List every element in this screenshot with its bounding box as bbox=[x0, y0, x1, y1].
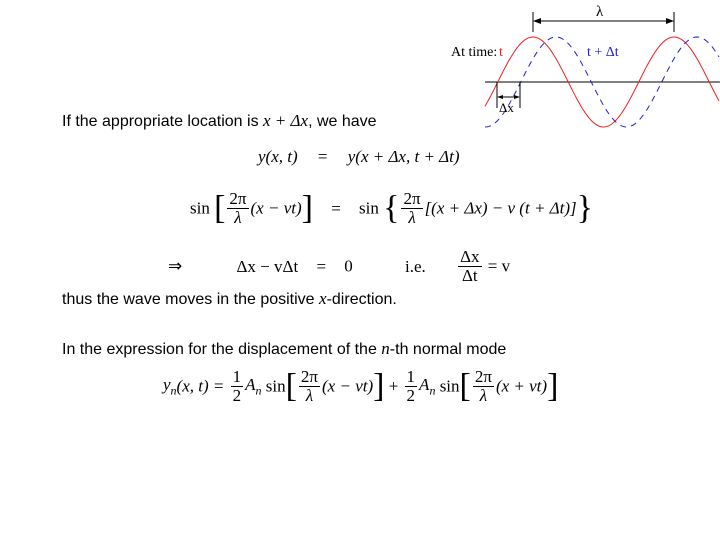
eq4-lbracket-2: [ bbox=[459, 367, 471, 405]
eq4-lbracket-1: [ bbox=[285, 367, 297, 405]
eq4-rbracket-2: ] bbox=[547, 367, 559, 405]
eq3-equals: = bbox=[316, 256, 327, 276]
eq4-half-2-num: 1 bbox=[404, 367, 418, 387]
mode-math: n bbox=[381, 339, 390, 358]
dx-label: Δx bbox=[499, 100, 514, 115]
eq2-frac-left-num: 2π bbox=[227, 189, 249, 209]
intro-text-a: If the appropriate location is bbox=[62, 113, 264, 130]
conclusion-text-a: thus the wave moves in the positive bbox=[62, 291, 320, 308]
eq4-frac-1-num: 2π bbox=[298, 367, 321, 387]
intro-text-b: , we have bbox=[308, 113, 377, 130]
lambda-label: λ bbox=[596, 4, 604, 20]
t-dt-label: t + Δt bbox=[587, 45, 619, 60]
eq3-frac-den: Δt bbox=[461, 266, 478, 285]
eq2-rbrace: } bbox=[576, 189, 593, 227]
eq2-lhs-arg: (x − vt) bbox=[250, 198, 302, 218]
eq2-sin-right: sin bbox=[359, 198, 379, 218]
eq4-half-2-den: 2 bbox=[406, 386, 416, 405]
intro-math: x + Δx bbox=[263, 111, 309, 130]
eq4-frac-1-den: λ bbox=[305, 386, 314, 405]
eq2-frac-left-den: λ bbox=[234, 208, 242, 227]
intro-line: If the appropriate location is x + Δx, w… bbox=[62, 111, 377, 131]
wave-figure: λ At time: t t + Δt Δx bbox=[440, 0, 720, 140]
eq3-implies: ⇒ bbox=[168, 256, 183, 276]
eq4-frac-2-den: λ bbox=[479, 386, 488, 405]
mode-line: In the expression for the displacement o… bbox=[62, 339, 506, 359]
eq4-A-2: An bbox=[419, 374, 436, 398]
eq2-equals: = bbox=[331, 198, 341, 218]
eq4-A-1-sub: n bbox=[255, 383, 262, 398]
t-label: t bbox=[499, 45, 503, 60]
mode-text-a: In the expression for the displacement o… bbox=[62, 341, 382, 358]
dx-arrowhead-right bbox=[514, 95, 520, 99]
eq4-arg-2: (x + vt) bbox=[495, 376, 548, 396]
eq3-result: = v bbox=[487, 256, 511, 276]
eq2-rbracket: ] bbox=[301, 189, 313, 227]
eq1-rhs: y(x + Δx, t + Δt) bbox=[347, 147, 460, 166]
eq3-lhs: Δx − vΔt bbox=[236, 256, 299, 276]
lambda-arrowhead-left bbox=[533, 18, 541, 24]
eq3-rhs: 0 bbox=[344, 256, 353, 276]
equation-1: y(x, t) = y(x + Δx, t + Δt) bbox=[258, 147, 460, 167]
eq4-plus: + bbox=[388, 376, 399, 396]
eq4-args: (x, t) = bbox=[176, 376, 225, 396]
eq2-rhs-arg: [(x + Δx) − v (t + Δt)] bbox=[424, 198, 577, 218]
wave-diagram bbox=[484, 12, 720, 128]
conclusion-line: thus the wave moves in the positive x-di… bbox=[62, 289, 397, 309]
eq2-sin-left: sin bbox=[190, 198, 210, 218]
lambda-arrowhead-right bbox=[666, 18, 674, 24]
eq2-frac-right-den: λ bbox=[408, 208, 416, 227]
eq4-lhs-sub: n bbox=[170, 383, 177, 398]
eq1-equals: = bbox=[317, 147, 328, 166]
eq2-lbracket: [ bbox=[214, 189, 226, 227]
at-time-label: At time: bbox=[451, 45, 498, 60]
eq4-A-2-sub: n bbox=[429, 383, 436, 398]
conclusion-math: x bbox=[319, 289, 327, 308]
eq4-rbracket-1: ] bbox=[373, 367, 385, 405]
eq4-half-1-den: 2 bbox=[232, 386, 242, 405]
conclusion-text-b: -direction. bbox=[326, 291, 397, 308]
mode-text-b: -th normal mode bbox=[389, 341, 507, 358]
eq3-frac-num: Δx bbox=[458, 247, 482, 267]
eq1-lhs: y(x, t) bbox=[258, 147, 298, 166]
eq4-lhs: yn bbox=[163, 374, 177, 398]
dx-arrowhead-left bbox=[497, 95, 503, 99]
eq4-A-1: An bbox=[245, 374, 262, 398]
eq4-sin-1: sin bbox=[265, 376, 286, 396]
eq4-sin-2: sin bbox=[439, 376, 460, 396]
wave-at-t-plus-dt bbox=[484, 36, 720, 128]
eq4-frac-2-num: 2π bbox=[472, 367, 494, 387]
eq3-ie: i.e. bbox=[405, 256, 426, 276]
eq4-arg-1: (x − vt) bbox=[322, 376, 374, 396]
eq4-half-1-num: 1 bbox=[230, 367, 244, 387]
eq2-frac-right-num: 2π bbox=[401, 189, 423, 209]
eq2-lbrace: { bbox=[383, 189, 400, 227]
wave-at-t bbox=[484, 36, 720, 128]
